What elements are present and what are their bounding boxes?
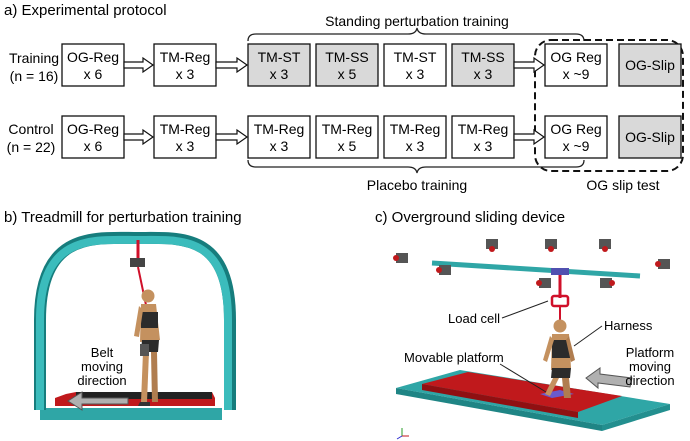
platform-leader — [499, 363, 547, 393]
control-step-label-1: TM-Reg — [160, 121, 211, 137]
training-flow-arrow-1 — [215, 56, 249, 74]
training-step-count-6: x ~9 — [563, 66, 590, 82]
harness-leader — [573, 325, 603, 347]
bracket-bottom — [247, 159, 585, 174]
camera-icons — [393, 239, 670, 288]
training-step-box-4 — [383, 43, 447, 87]
training-step-label-4: TM-ST — [394, 49, 437, 65]
training-step-label-5: TM-SS — [461, 49, 505, 65]
harness-label: Harness — [604, 318, 653, 333]
participant-figure — [134, 289, 160, 406]
training-step-label-2: TM-ST — [258, 49, 301, 65]
training-step-box-5 — [451, 43, 515, 87]
control-flow-arrow-2 — [513, 128, 546, 146]
training-step-label-3: TM-SS — [325, 49, 369, 65]
training-step-count-1: x 3 — [176, 66, 195, 82]
control-step-label-7: OG-Slip — [625, 129, 675, 145]
platform-dir-line1: Platform — [626, 345, 674, 360]
control-step-box-1 — [153, 115, 217, 159]
control-step-label-2: TM-Reg — [254, 121, 305, 137]
control-step-label-0: OG-Reg — [67, 121, 119, 137]
control-step-box-3 — [315, 115, 379, 159]
load-cell-label: Load cell — [448, 311, 500, 326]
control-step-count-6: x ~9 — [563, 138, 590, 154]
control-n-label: (n = 22) — [7, 139, 56, 155]
training-step-box-7 — [618, 43, 682, 87]
belt-label-line2: moving — [81, 359, 123, 374]
control-step-count-2: x 3 — [270, 138, 289, 154]
slide-track — [422, 372, 622, 412]
panel-b-title: b) Treadmill for perturbation training — [4, 209, 242, 226]
overhead-rail — [431, 260, 641, 279]
control-step-count-3: x 5 — [338, 138, 357, 154]
control-flow-arrow-0 — [123, 128, 155, 146]
movable-platform-label: Movable platform — [404, 350, 504, 365]
belt-direction-arrow — [67, 391, 129, 411]
og-slip-test-region — [534, 39, 684, 172]
training-step-label-1: TM-Reg — [160, 49, 211, 65]
control-step-label-4: TM-Reg — [390, 121, 441, 137]
control-step-count-1: x 3 — [176, 138, 195, 154]
control-step-count-0: x 6 — [84, 138, 103, 154]
panel-c-title: c) Overground sliding device — [375, 209, 565, 226]
training-step-label-6: OG Reg — [550, 49, 601, 65]
bracket-top — [247, 27, 585, 42]
training-step-count-3: x 5 — [338, 66, 357, 82]
control-step-box-6 — [544, 115, 608, 159]
control-step-label-6: OG Reg — [550, 121, 601, 137]
training-step-count-0: x 6 — [84, 66, 103, 82]
training-step-count-5: x 3 — [474, 66, 493, 82]
bracket-bottom-label: Placebo training — [367, 177, 467, 193]
control-step-box-0 — [61, 115, 125, 159]
participant-figure-c — [543, 319, 575, 398]
platform-direction-arrow — [585, 367, 633, 390]
load-cell-leader — [501, 300, 549, 319]
og-slip-test-label: OG slip test — [586, 177, 659, 193]
axis-triad-icon — [396, 428, 409, 440]
platform-dir-line3: direction — [625, 373, 674, 388]
training-step-label-0: OG-Reg — [67, 49, 119, 65]
training-flow-arrow-0 — [123, 56, 155, 74]
control-step-box-2 — [247, 115, 311, 159]
control-step-label-3: TM-Reg — [322, 121, 373, 137]
trolley — [551, 268, 569, 275]
belt-label-line3: direction — [77, 373, 126, 388]
treadmill-illustration — [34, 231, 236, 420]
platform-dir-line2: moving — [629, 359, 671, 374]
control-step-count-4: x 3 — [406, 138, 425, 154]
control-flow-arrow-1 — [215, 128, 249, 146]
training-flow-arrow-2 — [513, 56, 546, 74]
control-step-box-7 — [618, 115, 682, 159]
training-step-box-0 — [61, 43, 125, 87]
treadmill-base — [40, 408, 222, 420]
training-step-box-2 — [247, 43, 311, 87]
control-step-count-5: x 3 — [474, 138, 493, 154]
training-step-label-7: OG-Slip — [625, 57, 675, 73]
training-group-label: Training — [9, 50, 59, 66]
control-step-box-4 — [383, 115, 447, 159]
load-cell-b — [130, 258, 145, 267]
training-n-label: (n = 16) — [10, 68, 59, 84]
training-step-count-2: x 3 — [270, 66, 289, 82]
belt-label-line1: Belt — [91, 345, 114, 360]
control-step-label-5: TM-Reg — [458, 121, 509, 137]
training-step-box-3 — [315, 43, 379, 87]
panel-a-title: a) Experimental protocol — [4, 2, 167, 19]
training-step-count-4: x 3 — [406, 66, 425, 82]
training-step-box-1 — [153, 43, 217, 87]
bracket-top-label: Standing perturbation training — [325, 13, 509, 29]
control-group-label: Control — [8, 121, 53, 137]
sliding-device-illustration — [393, 239, 670, 440]
